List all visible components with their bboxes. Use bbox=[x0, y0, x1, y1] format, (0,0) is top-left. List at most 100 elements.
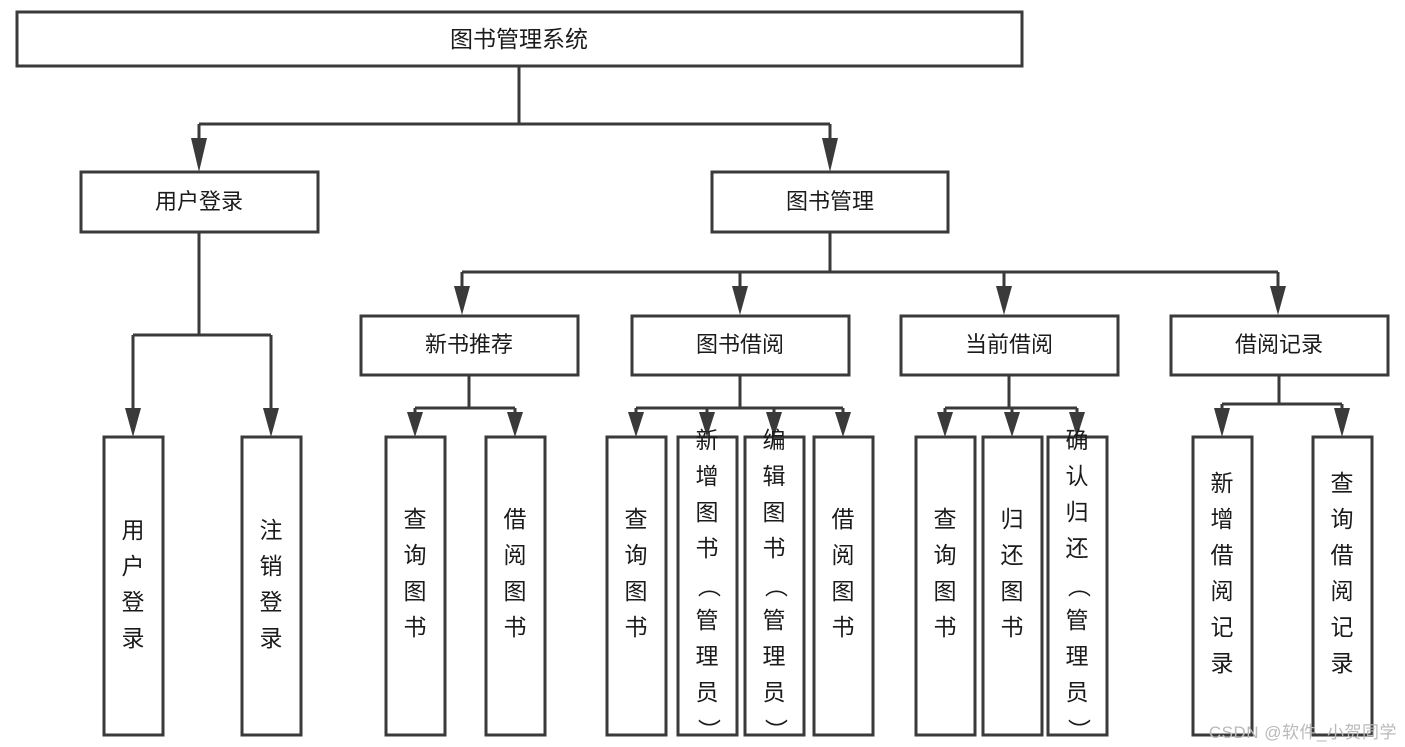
node-leaf-borrow-book-1-box[interactable] bbox=[484, 435, 547, 737]
node-root-box[interactable] bbox=[15, 10, 1024, 68]
node-user-login[interactable]: 用户登录 bbox=[79, 170, 320, 234]
arrow-head-leaf-query-book-3 bbox=[937, 412, 953, 437]
leaf-label-char: 书 bbox=[1001, 614, 1024, 640]
node-leaf-return-book-box[interactable] bbox=[981, 435, 1044, 737]
leaf-label-char: 理 bbox=[1066, 643, 1089, 669]
node-borrow-record[interactable]: 借阅记录 bbox=[1169, 314, 1390, 377]
leaf-label-char: 借 bbox=[1211, 542, 1234, 568]
leaf-label-char: 新 bbox=[696, 427, 719, 453]
leaf-label-char: 新 bbox=[1211, 470, 1234, 496]
node-borrow-record-box[interactable] bbox=[1169, 314, 1390, 377]
leaf-label-char: 确 bbox=[1066, 427, 1089, 453]
leaf-label-char: 图 bbox=[696, 499, 719, 525]
leaf-label-char: 询 bbox=[404, 542, 427, 568]
leaf-label-char: 注 bbox=[260, 517, 283, 543]
connector-layer bbox=[125, 66, 1350, 437]
leaf-label-char: （ bbox=[1066, 575, 1092, 598]
arrow-head-leaf-logout bbox=[263, 408, 279, 437]
arrow-head-leaf-borrow-book-1 bbox=[507, 412, 523, 437]
leaf-label-char: 录 bbox=[1211, 650, 1234, 676]
leaf-label-char: 员 bbox=[1066, 679, 1089, 705]
node-book-borrow-box[interactable] bbox=[630, 314, 851, 377]
arrow-head-user-login bbox=[191, 138, 207, 172]
node-user-login-label: 用户登录 bbox=[155, 189, 243, 214]
node-leaf-query-book-3-box[interactable] bbox=[914, 435, 977, 737]
leaf-label-char: 辑 bbox=[763, 463, 786, 489]
node-leaf-edit-book-box[interactable] bbox=[743, 435, 806, 737]
arrow-head-leaf-query-book-1 bbox=[407, 412, 423, 437]
leaf-label-char: 阅 bbox=[504, 542, 527, 568]
node-leaf-add-book-box[interactable] bbox=[676, 435, 739, 737]
leaf-label-char: 借 bbox=[504, 506, 527, 532]
leaf-label-char: ） bbox=[763, 719, 789, 742]
node-leaf-query-book-1-box[interactable] bbox=[384, 435, 447, 737]
leaf-label-char: 借 bbox=[832, 506, 855, 532]
leaf-label-char: 图 bbox=[504, 578, 527, 604]
arrow-head-leaf-user-login bbox=[125, 408, 141, 437]
leaf-label-char: 户 bbox=[122, 553, 145, 579]
leaf-label-char: 增 bbox=[1211, 506, 1234, 532]
node-new-book-rec-box[interactable] bbox=[359, 314, 580, 377]
csdn-watermark: CSDN @软件_小贺同学 bbox=[1208, 723, 1397, 742]
node-leaf-borrow-book-2-box[interactable] bbox=[812, 435, 875, 737]
arrow-head-leaf-add-book bbox=[699, 412, 715, 437]
leaf-label-char: 图 bbox=[1001, 578, 1024, 604]
leaf-label-char: 图 bbox=[625, 578, 648, 604]
arrow-head-leaf-edit-book bbox=[766, 412, 782, 437]
node-leaf-logout-box[interactable] bbox=[240, 435, 303, 737]
node-leaf-user-login-box[interactable] bbox=[102, 435, 165, 737]
node-leaf-user-login-label: 用户登录 bbox=[122, 517, 145, 651]
leaf-label-char: ） bbox=[1066, 719, 1092, 742]
arrow-head-borrow-record bbox=[1270, 286, 1286, 315]
node-leaf-user-login[interactable]: 用户登录 bbox=[102, 435, 165, 737]
leaf-label-char: 增 bbox=[696, 463, 719, 489]
node-user-login-box[interactable] bbox=[79, 170, 320, 234]
node-leaf-query-record-box[interactable] bbox=[1311, 435, 1374, 737]
arrow-head-new-book-rec bbox=[454, 286, 470, 315]
leaf-label-char: 查 bbox=[625, 506, 648, 532]
node-leaf-query-book-2-box[interactable] bbox=[605, 435, 668, 737]
leaf-label-char: 管 bbox=[696, 607, 719, 633]
node-root[interactable]: 图书管理系统 bbox=[15, 10, 1024, 68]
arrow-head-leaf-confirm-return bbox=[1069, 412, 1085, 437]
node-new-book-rec[interactable]: 新书推荐 bbox=[359, 314, 580, 377]
leaf-label-char: 查 bbox=[1331, 470, 1354, 496]
leaf-label-char: 归 bbox=[1066, 499, 1089, 525]
leaf-label-char: 理 bbox=[763, 643, 786, 669]
leaf-label-char: 书 bbox=[404, 614, 427, 640]
node-book-mgmt[interactable]: 图书管理 bbox=[710, 170, 950, 234]
leaf-label-char: 员 bbox=[696, 679, 719, 705]
leaf-label-char: 管 bbox=[763, 607, 786, 633]
node-current-borrow-box[interactable] bbox=[899, 314, 1120, 377]
node-leaf-confirm-return-box[interactable] bbox=[1046, 435, 1109, 737]
node-current-borrow[interactable]: 当前借阅 bbox=[899, 314, 1120, 377]
node-book-borrow[interactable]: 图书借阅 bbox=[630, 314, 851, 377]
node-borrow-record-label: 借阅记录 bbox=[1235, 332, 1323, 357]
node-book-mgmt-box[interactable] bbox=[710, 170, 950, 234]
leaf-label-char: 书 bbox=[763, 535, 786, 561]
leaf-label-char: ） bbox=[696, 719, 722, 742]
leaf-label-char: 还 bbox=[1001, 542, 1024, 568]
leaf-label-char: 书 bbox=[696, 535, 719, 561]
node-leaf-add-record-box[interactable] bbox=[1191, 435, 1254, 737]
leaf-label-char: 还 bbox=[1066, 535, 1089, 561]
node-book-borrow-label: 图书借阅 bbox=[696, 332, 784, 357]
